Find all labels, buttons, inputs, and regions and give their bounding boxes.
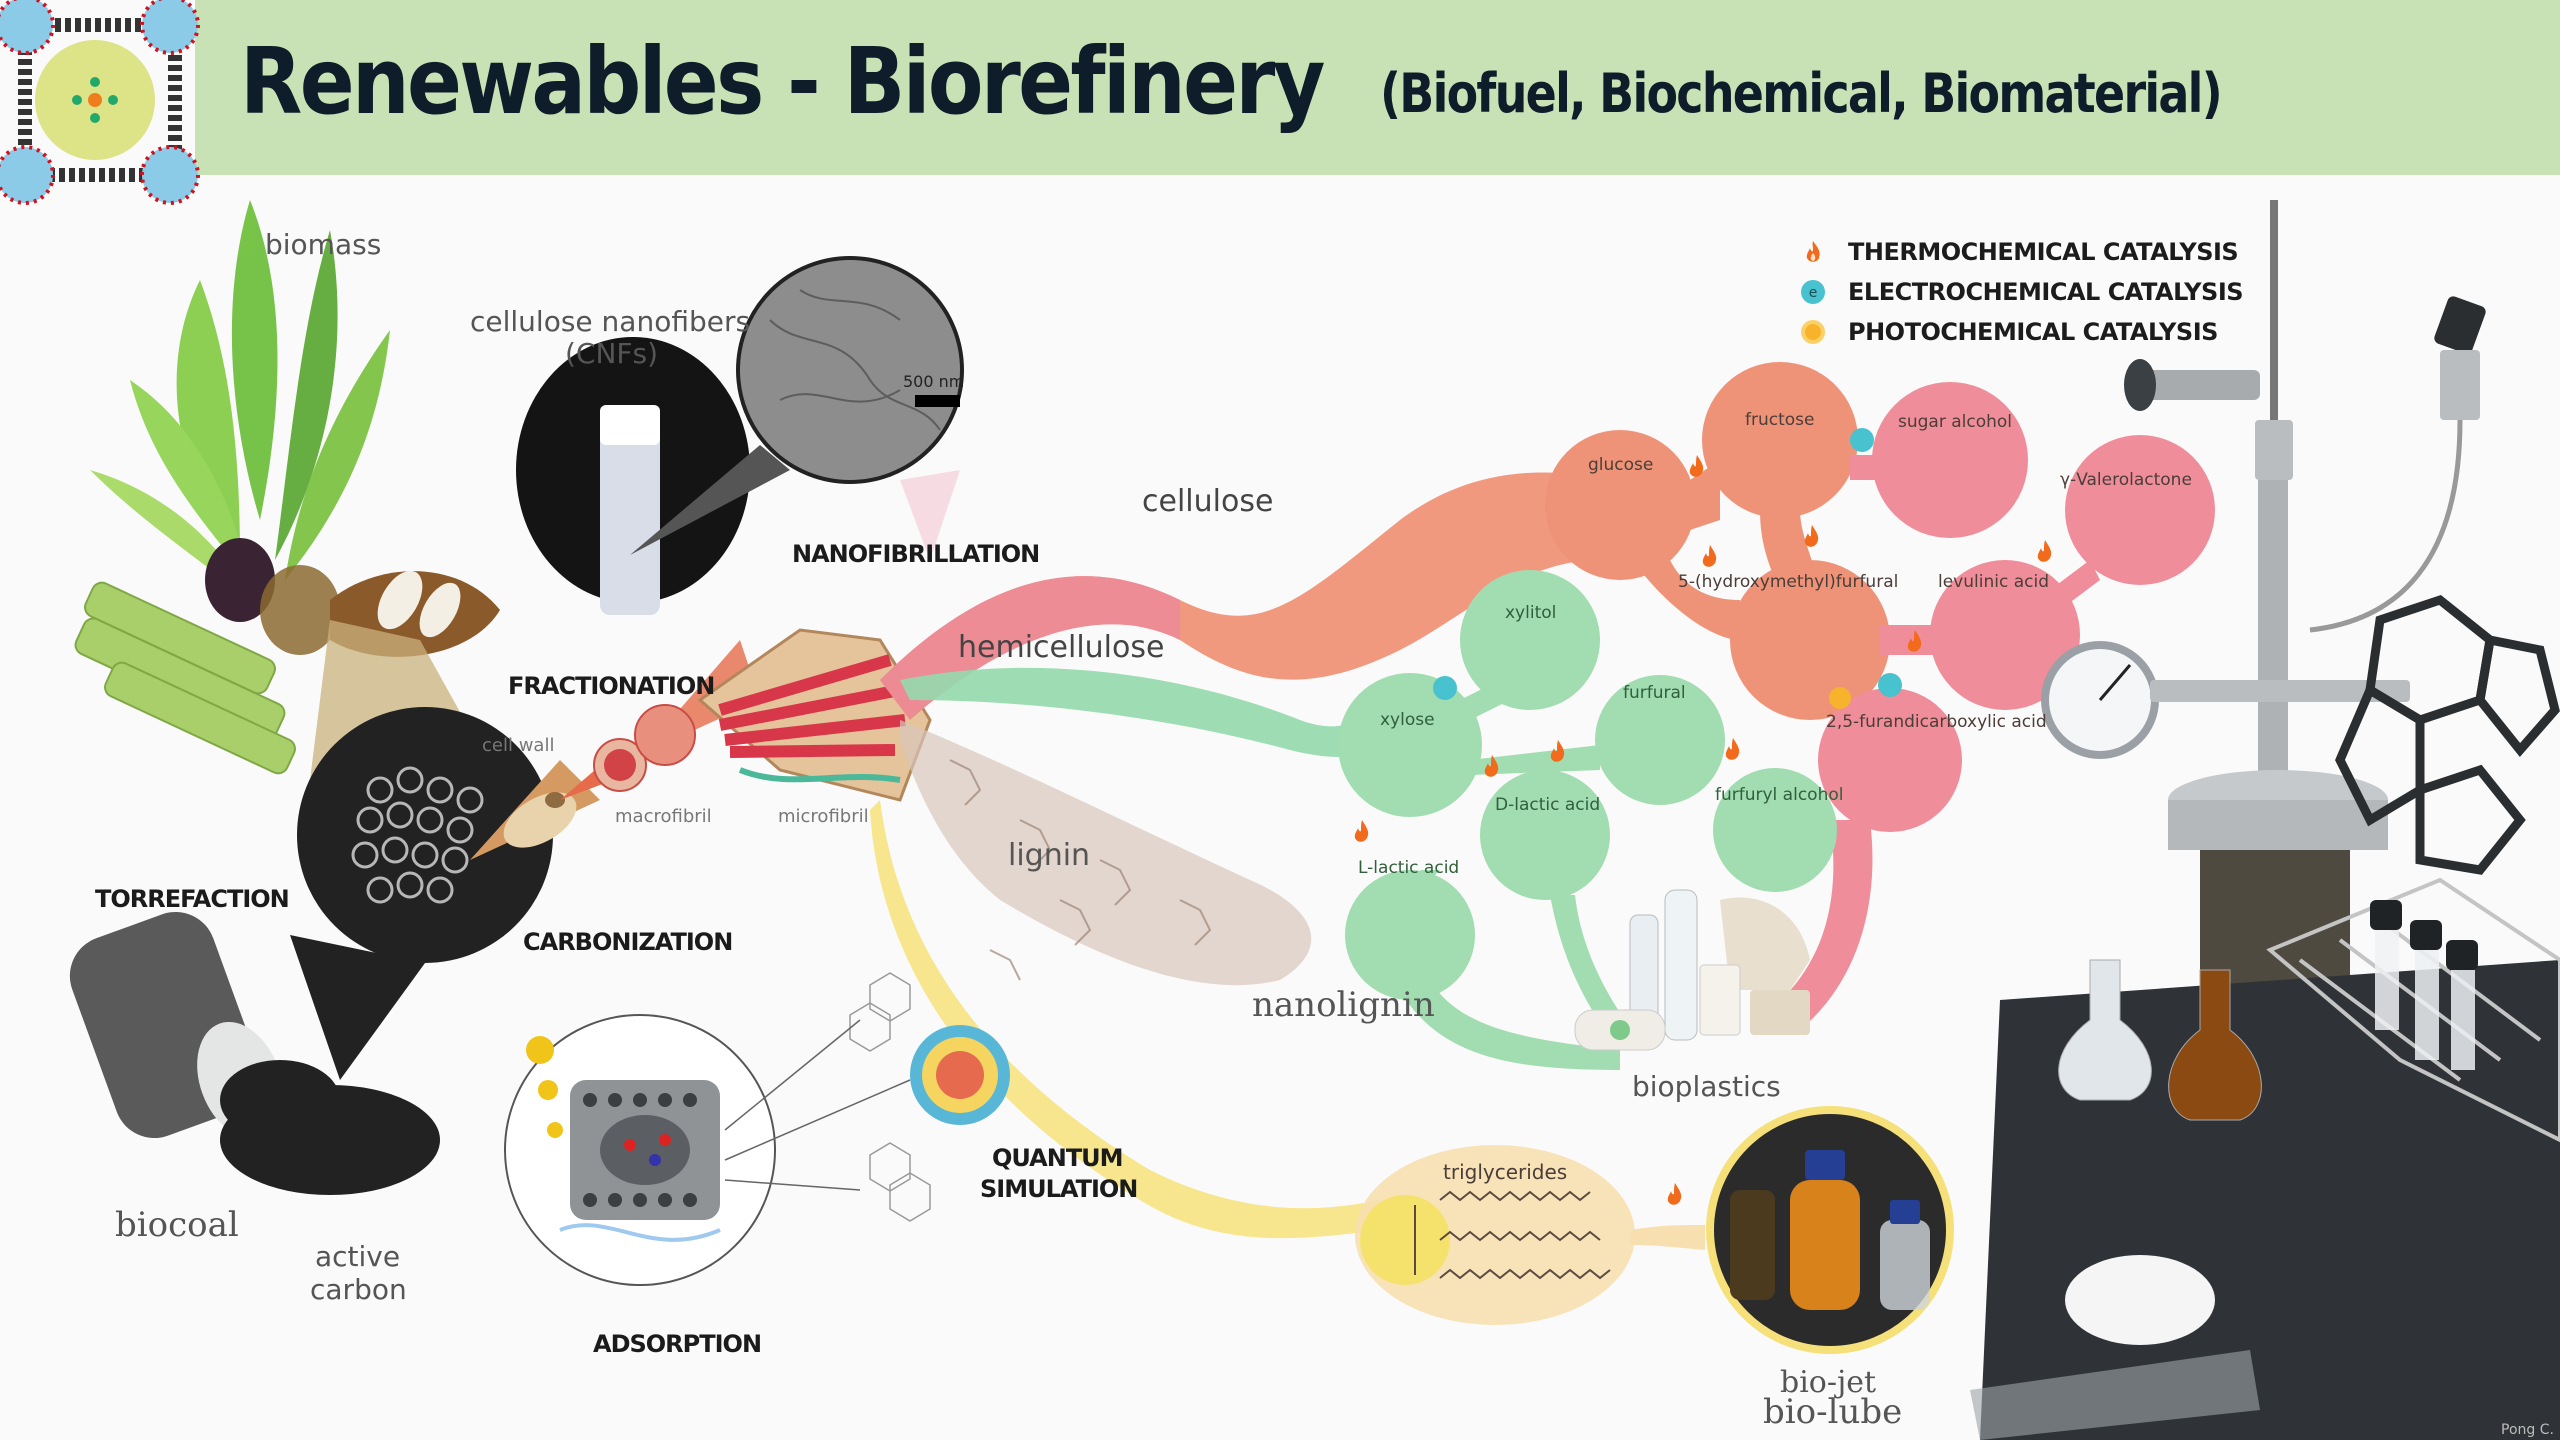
flame-icon: [1907, 630, 1922, 652]
furfural-label: furfural: [1623, 683, 1686, 703]
legend-item-photochemical: PHOTOCHEMICAL CATALYSIS: [1800, 312, 2243, 352]
cell-wall-label: cell wall: [482, 735, 555, 756]
svg-text:e: e: [1809, 285, 1818, 301]
flame-icon: [1354, 820, 1369, 842]
carbonization-label: CARBONIZATION: [523, 928, 733, 956]
cellulose-label: cellulose: [1142, 484, 1274, 519]
flame-icon: [1804, 525, 1819, 547]
scale-bar: [915, 395, 960, 407]
flame-icon: [1725, 738, 1740, 760]
cellulose-stream: [880, 470, 1670, 720]
cnf-tem-image: [736, 256, 964, 484]
gvl-label: γ-Valerolactone: [2060, 470, 2192, 490]
electron-icon: [1850, 428, 1874, 452]
header-banner: [195, 0, 2560, 175]
electron-icon: [1878, 673, 1902, 697]
fractionation-label: FRACTIONATION: [508, 672, 715, 700]
flame-icon: [2037, 540, 2052, 562]
biolube-label: bio-lube: [1763, 1392, 1903, 1432]
legend-label: PHOTOCHEMICAL CATALYSIS: [1848, 318, 2218, 346]
legend-label: THERMOCHEMICAL CATALYSIS: [1848, 238, 2239, 266]
sun-icon: [1829, 687, 1851, 709]
flame-icon: [1484, 755, 1499, 777]
active-carbon-label-line1: active: [315, 1240, 401, 1273]
cell-wall-sem-image: [297, 707, 553, 963]
quantum-label-line1: QUANTUM: [992, 1144, 1124, 1172]
cnf-title-label: cellulose nanofibers: [470, 305, 751, 338]
torrefaction-label: TORREFACTION: [95, 885, 290, 913]
flame-icon: [1689, 455, 1704, 477]
title-main: Renewables - Biorefinery: [240, 28, 1325, 135]
legend-item-electrochemical: e ELECTROCHEMICAL CATALYSIS: [1800, 272, 2244, 312]
fdca-label: 2,5-furandicarboxylic acid: [1826, 712, 2047, 732]
xylitol-label: xylitol: [1505, 603, 1557, 623]
author-watermark: Pong C.: [2501, 1422, 2554, 1438]
legend-item-thermochemical: THERMOCHEMICAL CATALYSIS: [1800, 232, 2243, 272]
zoom-cone-dark: [290, 935, 425, 1080]
carbon-pellets: [220, 1060, 440, 1195]
d-lactic-acid-label: D-lactic acid: [1495, 795, 1601, 815]
biomass-label: biomass: [265, 228, 382, 261]
lignin-label: lignin: [1008, 838, 1091, 873]
catalysis-legend: THERMOCHEMICAL CATALYSIS e ELECTROCHEMIC…: [1800, 232, 2244, 352]
bioplastics-label: bioplastics: [1632, 1070, 1781, 1103]
glucose-label: glucose: [1588, 455, 1654, 475]
levulinic-acid-label: levulinic acid: [1938, 572, 2049, 592]
biojet-label: bio-jet: [1780, 1365, 1877, 1400]
flame-icon: [1667, 1183, 1682, 1205]
fructose-label: fructose: [1745, 410, 1815, 430]
flame-icon: [1702, 545, 1717, 567]
lignin-stream: [900, 720, 1312, 986]
hemicellulose-stream: [900, 667, 1390, 757]
sugar-alcohol-label: sugar alcohol: [1898, 412, 2013, 432]
biocoal-label: biocoal: [115, 1205, 239, 1245]
adsorption-label: ADSORPTION: [593, 1330, 762, 1358]
mof-structure-logo: [0, 0, 200, 205]
microfibril-bundle: [697, 628, 932, 802]
catalysis-markers: [1354, 428, 2052, 1205]
furfuryl-alcohol-label: furfuryl alcohol: [1715, 785, 1844, 805]
biomass-plant-image: [74, 200, 500, 775]
electron-icon: e: [1801, 280, 1825, 304]
graphene-model: [849, 972, 931, 1222]
microfibril-label: microfibril: [778, 806, 869, 827]
hmf-label: 5-(hydroxymethyl)furfural: [1678, 572, 1899, 592]
xylose-label: xylose: [1380, 710, 1435, 730]
flame-icon: [1806, 241, 1820, 262]
legend-label: ELECTROCHEMICAL CATALYSIS: [1848, 278, 2244, 306]
oil-stream: [870, 800, 1380, 1239]
sun-icon: [1801, 320, 1825, 344]
nanofibrillation-label: NANOFIBRILLATION: [792, 540, 1040, 568]
electron-icon: [1433, 676, 1457, 700]
flame-icon: [1550, 740, 1565, 762]
hemicellulose-label: hemicellulose: [958, 630, 1165, 665]
nanolignin-label: nanolignin: [1252, 985, 1435, 1025]
quantum-label-line2: SIMULATION: [980, 1175, 1138, 1203]
l-lactic-acid-label: L-lactic acid: [1358, 858, 1460, 878]
scale-bar-label: 500 nm: [903, 372, 965, 391]
lab-equipment-photo: [1970, 200, 2560, 1440]
triglycerides-label: triglycerides: [1443, 1160, 1568, 1184]
title-subtitle: (Biofuel, Biochemical, Biomaterial): [1380, 62, 2223, 125]
active-carbon-label-line2: carbon: [310, 1273, 407, 1306]
bioplastics-image: [1574, 889, 1810, 1051]
macrofibril-label: macrofibril: [615, 806, 712, 827]
page-title: Renewables - Biorefinery (Biofuel, Bioch…: [240, 28, 2223, 135]
cnf-abbr-label: (CNFs): [565, 337, 659, 370]
hemicellulose-chemical-network: [1338, 570, 1837, 1070]
cellulose-chemical-network: [1545, 362, 2215, 1030]
